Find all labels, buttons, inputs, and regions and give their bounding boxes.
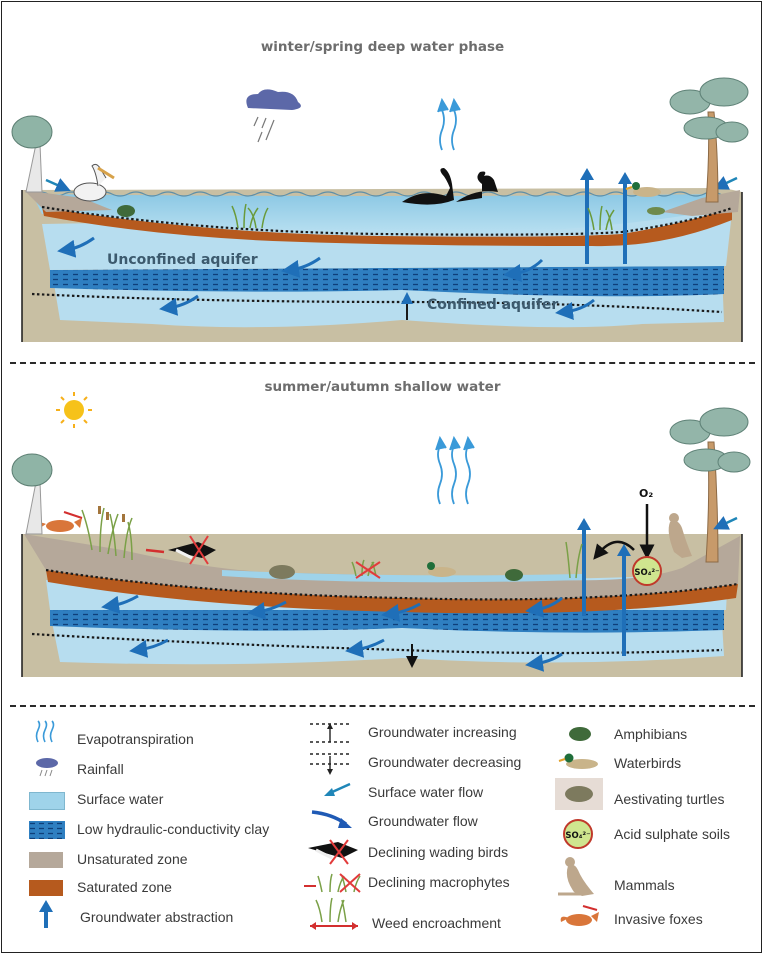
turtle-icon [269, 565, 295, 579]
legend-surface-water-label: Surface water [77, 791, 164, 807]
swan-icons [402, 168, 498, 205]
duck-icon [427, 562, 456, 577]
surface-flow-icon [324, 782, 351, 796]
legend-foxes-label: Invasive foxes [614, 911, 703, 927]
pelican-icon [73, 163, 115, 202]
macrophyte-icon [231, 203, 615, 231]
acid-soil-badge-text: SO₄²⁻ [565, 831, 590, 841]
top-panel-diagram: Unconfined aquifer Confined aquifer [11, 77, 749, 342]
sulphate-label: SO₄²⁻ [634, 568, 659, 578]
turtle-icon [647, 207, 665, 215]
gw-increasing-icon [310, 723, 350, 743]
duck-icon [625, 182, 661, 197]
rainfall-icon [36, 758, 58, 777]
frog-icon [569, 727, 591, 741]
wading-bird-icon [145, 535, 216, 565]
legend-clay-label: Low hydraulic-conductivity clay [77, 821, 270, 837]
legend-acid-soils-label: Acid sulphate soils [614, 826, 730, 842]
gw-flow-arrows [57, 236, 595, 320]
saturated-swatch [29, 880, 63, 896]
legend-gw-increasing-label: Groundwater increasing [368, 724, 517, 740]
abstraction-arrow-icon [39, 900, 53, 928]
weed-icon [310, 897, 358, 930]
tree-left-icon [11, 115, 53, 193]
fox-icon [560, 905, 599, 926]
legend-wading-birds-label: Declining wading birds [368, 844, 509, 860]
unsaturated-swatch [29, 852, 63, 868]
panel-separator-1 [10, 362, 755, 364]
clay-layer [50, 266, 724, 297]
legend-turtles-label: Aestivating turtles [614, 791, 725, 807]
weed-icon [81, 507, 583, 579]
macrophyte-icon [351, 559, 381, 579]
unconfined-aquifer-label: Unconfined aquifer [107, 252, 258, 268]
frog-icon [505, 569, 523, 581]
legend-macrophytes-label: Declining macrophytes [368, 874, 510, 890]
duck-icon [558, 753, 598, 769]
gw-decreasing-icon [310, 753, 350, 775]
bottom-panel-diagram: O₂ SO₄²⁻ [11, 392, 751, 677]
top-panel-title: winter/spring deep water phase [260, 39, 505, 55]
legend-surface-flow-label: Surface water flow [368, 784, 484, 800]
macrophyte-icon [304, 873, 361, 893]
bottom-panel-title: summer/autumn shallow water [264, 379, 501, 395]
legend: Evapotranspiration Rainfall Surface wate… [2, 712, 761, 952]
kangaroo-icon [558, 857, 594, 896]
turtle-icon [555, 778, 603, 810]
legend-gw-flow-label: Groundwater flow [368, 813, 478, 829]
saturated-zone [42, 207, 732, 247]
frog-icon [117, 205, 135, 217]
legend-amphibians-label: Amphibians [614, 726, 688, 742]
sun-icon [56, 392, 92, 428]
confined-aquifer-label: Confined aquifer [427, 297, 558, 313]
legend-waterbirds-label: Waterbirds [614, 755, 682, 771]
legend-saturated-label: Saturated zone [77, 879, 172, 895]
oxygen-label: O₂ [639, 487, 653, 500]
evapotranspiration-icon [437, 97, 461, 151]
kangaroo-icon [668, 513, 692, 558]
legend-mammals-label: Mammals [614, 877, 675, 893]
acid-soil-icon [632, 556, 662, 586]
fox-icon [38, 511, 83, 532]
legend-weed-label: Weed encroachment [372, 915, 501, 931]
rain-cloud-icon [246, 89, 301, 143]
wading-bird-icon [308, 839, 358, 865]
acid-soil-icon: SO₄²⁻ [563, 819, 593, 849]
legend-abstraction-label: Groundwater abstraction [80, 909, 234, 925]
evapotranspiration-icon [435, 435, 475, 505]
legend-rainfall-label: Rainfall [77, 761, 124, 777]
surface-water-swatch [29, 792, 65, 810]
panel-separator-2 [10, 705, 755, 707]
clay-swatch [29, 821, 65, 839]
abstraction-arrows [580, 168, 632, 264]
tree-right-icon [669, 77, 749, 203]
evapotranspiration-icon [35, 720, 55, 743]
gw-flow-icon [311, 810, 352, 828]
legend-evapotranspiration-label: Evapotranspiration [77, 731, 194, 747]
legend-unsaturated-label: Unsaturated zone [77, 851, 188, 867]
legend-gw-decreasing-label: Groundwater decreasing [368, 754, 522, 770]
surface-water [32, 194, 732, 235]
